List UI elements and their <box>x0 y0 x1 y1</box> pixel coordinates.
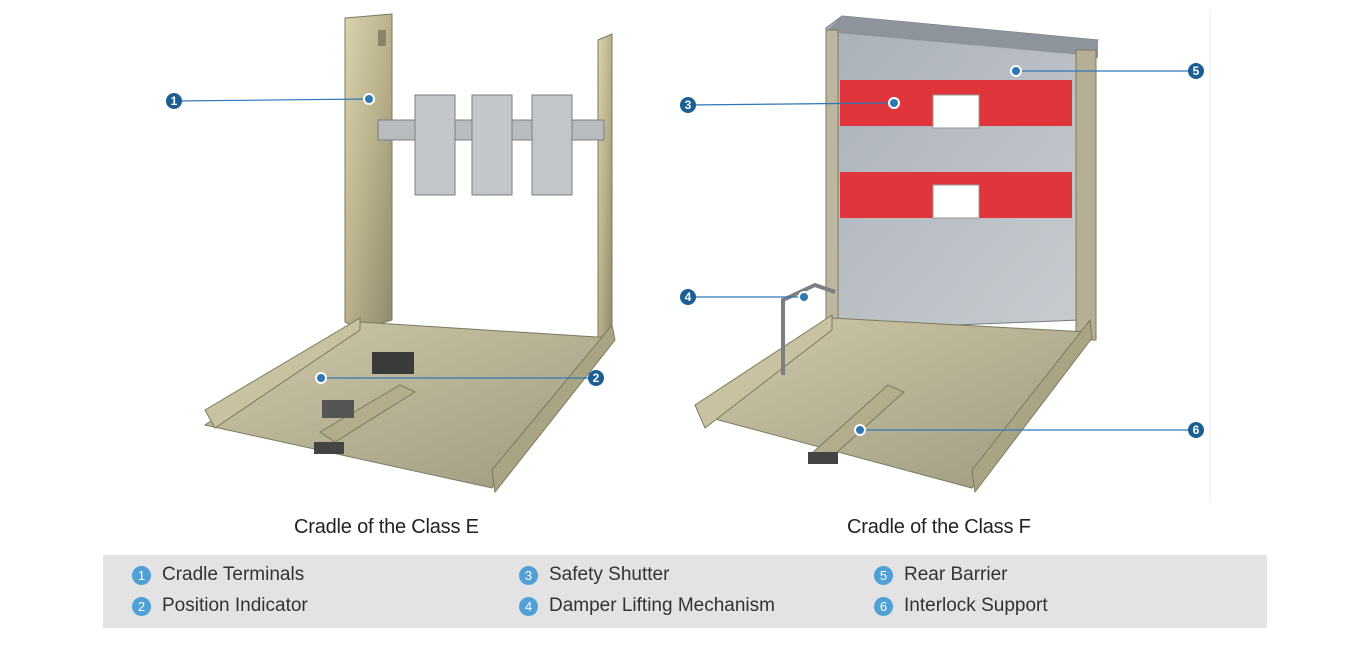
cradle-diagram: 1 2 3 4 5 6 <box>166 10 1211 502</box>
caption-class-e: Cradle of the Class E <box>294 516 479 538</box>
legend-item-position-indicator: 2 Position Indicator <box>132 595 308 617</box>
legend-number-badge: 5 <box>874 565 893 585</box>
callout-lines <box>173 70 1196 431</box>
svg-text:5: 5 <box>1193 64 1200 78</box>
svg-text:1: 1 <box>171 94 178 108</box>
legend-number-badge: 4 <box>519 596 538 616</box>
legend-item-safety-shutter: 3 Safety Shutter <box>519 564 669 586</box>
svg-text:2: 2 <box>593 371 600 385</box>
callout-6: 6 <box>1188 422 1204 438</box>
legend-label: Rear Barrier <box>904 564 1008 585</box>
svg-text:4: 4 <box>685 290 692 304</box>
legend-item-damper-lifting-mechanism: 4 Damper Lifting Mechanism <box>519 595 775 617</box>
svg-text:6: 6 <box>1193 423 1200 437</box>
legend-number-badge: 2 <box>132 596 151 616</box>
cradle-class-f <box>694 10 1211 502</box>
callout-1: 1 <box>166 93 182 109</box>
cradle-terminals <box>414 94 573 196</box>
legend-number-badge: 3 <box>519 565 538 585</box>
callout-5: 5 <box>1188 63 1204 79</box>
right-upright <box>597 33 613 346</box>
legend-item-interlock-support: 6 Interlock Support <box>874 595 1048 617</box>
callout-badges: 1 2 3 4 5 6 <box>166 63 1204 438</box>
left-upright <box>344 13 393 331</box>
cradle-class-e <box>203 13 616 494</box>
svg-text:3: 3 <box>685 98 692 112</box>
callout-4: 4 <box>680 289 696 305</box>
legend-number-badge: 6 <box>874 596 893 616</box>
legend-item-cradle-terminals: 1 Cradle Terminals <box>132 564 304 586</box>
callout-3: 3 <box>680 97 696 113</box>
danger-label-icon <box>932 94 980 219</box>
legend-label: Safety Shutter <box>549 564 670 585</box>
legend-label: Damper Lifting Mechanism <box>549 595 775 616</box>
legend-number-badge: 1 <box>132 565 151 585</box>
legend-item-rear-barrier: 5 Rear Barrier <box>874 564 1007 586</box>
legend-label: Cradle Terminals <box>162 564 305 585</box>
callout-anchors <box>315 65 1022 436</box>
caption-class-f: Cradle of the Class F <box>847 516 1031 538</box>
legend-label: Position Indicator <box>162 595 308 616</box>
legend: 1 Cradle Terminals 2 Position Indicator … <box>103 555 1267 628</box>
position-indicator-block <box>372 352 414 374</box>
damper-lever <box>781 282 836 375</box>
callout-2: 2 <box>588 370 604 386</box>
legend-label: Interlock Support <box>904 595 1048 616</box>
